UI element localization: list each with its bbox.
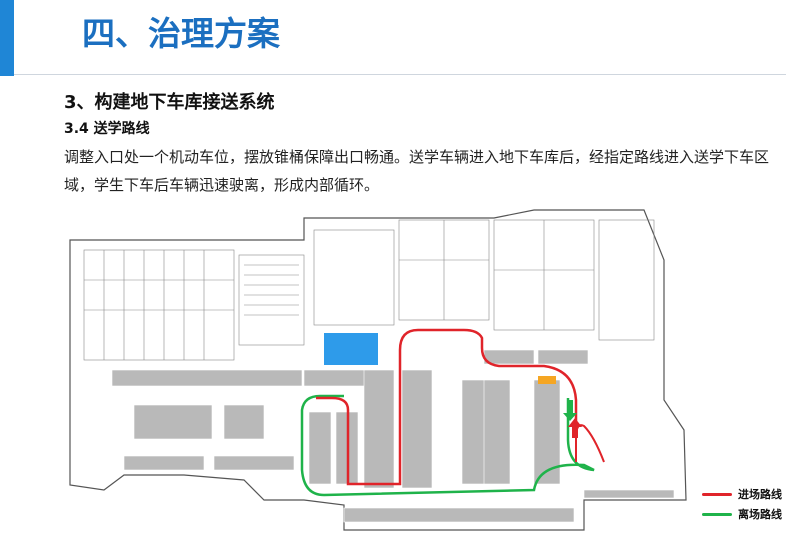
legend-exit-route: 离场路线 bbox=[702, 504, 800, 524]
section-subheading: 3.4 送学路线 bbox=[64, 121, 150, 137]
entry-route-swatch bbox=[702, 492, 732, 496]
legend-label: 进场路线 bbox=[738, 488, 782, 501]
title-accent-bar bbox=[0, 0, 14, 76]
exit-route-line bbox=[300, 394, 595, 497]
route-legend: 进场路线 离场路线 bbox=[702, 484, 800, 524]
cone-marker bbox=[538, 376, 556, 384]
dropoff-area bbox=[324, 333, 378, 365]
page-title: 四、治理方案 bbox=[82, 14, 280, 53]
parking-floor-plan bbox=[69, 209, 687, 531]
description-paragraph: 调整入口处一个机动车位，摆放锥桶保障出口畅通。送学车辆进入地下车库后，经指定路线… bbox=[64, 148, 770, 194]
entry-route-line bbox=[316, 328, 578, 486]
legend-entry-route: 进场路线 bbox=[702, 484, 800, 504]
section-heading: 3、构建地下车库接送系统 bbox=[64, 92, 275, 113]
exit-route-swatch bbox=[702, 512, 732, 516]
legend-label: 离场路线 bbox=[738, 508, 782, 521]
title-divider bbox=[14, 74, 786, 75]
